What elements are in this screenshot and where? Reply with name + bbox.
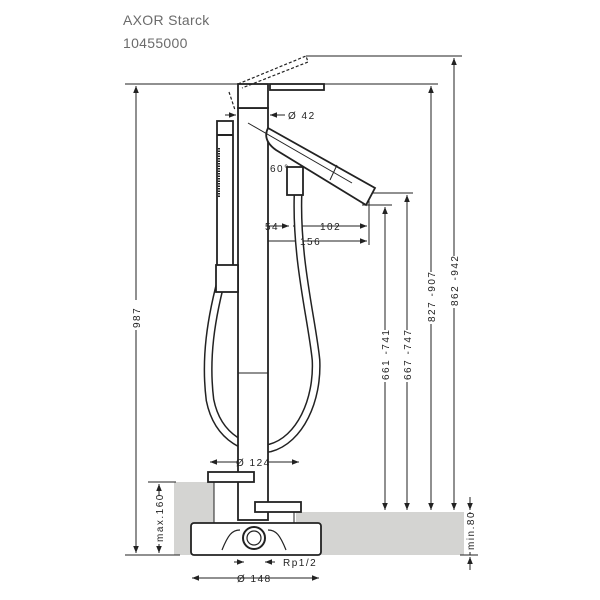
label-661-741: 661 -741 [381, 329, 392, 380]
label-862-942: 862 -942 [450, 255, 461, 306]
label-827-907: 827 -907 [427, 271, 438, 322]
label-diameter-148: Ø 148 [237, 574, 272, 585]
label-angle: 60° [270, 164, 290, 175]
label-thread: Rp1/2 [283, 558, 317, 569]
label-156: 156 [300, 237, 321, 248]
label-667-747: 667 -747 [403, 329, 414, 380]
rotated-labels: 987 max.160 661 -741 667 -747 827 -907 8… [131, 255, 477, 552]
label-987: 987 [132, 307, 143, 328]
article-number: 10455000 [123, 35, 188, 51]
label-max-160: max.160 [155, 493, 166, 542]
product-name: AXOR Starck [123, 12, 210, 28]
label-54: 54 [265, 222, 279, 233]
extension-lines [125, 55, 478, 556]
label-min-80: min.80 [466, 511, 477, 550]
label-diameter-42: Ø 42 [288, 111, 316, 122]
label-diameter-124: Ø 124 [236, 458, 271, 469]
label-102: 102 [320, 222, 341, 233]
faucet-drawing [190, 55, 377, 556]
